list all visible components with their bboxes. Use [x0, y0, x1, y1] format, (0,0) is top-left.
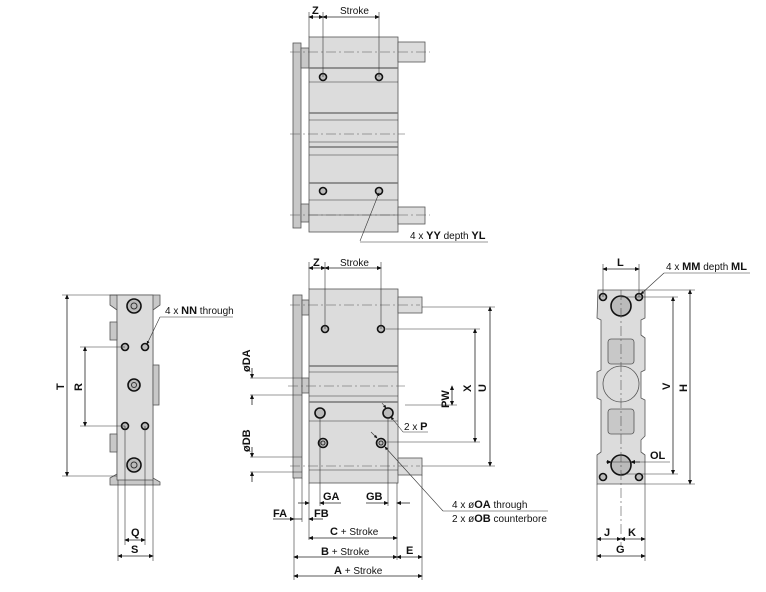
body-grooves — [309, 365, 398, 471]
side-boss — [109, 321, 118, 341]
gb-label: GB — [366, 491, 383, 503]
through-hole — [140, 342, 150, 352]
guide-rod — [397, 206, 426, 225]
bolt-heads — [126, 298, 142, 473]
stroke-label: Stroke — [340, 258, 369, 269]
a-stroke-label: A + Stroke — [334, 565, 383, 577]
r-label: R — [73, 383, 85, 391]
side-boss — [109, 433, 118, 453]
tapped-hole — [598, 472, 608, 482]
z-label: Z — [312, 5, 319, 17]
oa-callout: 4 x øOA through — [452, 499, 527, 511]
plate-boss — [301, 299, 310, 316]
pw-label: PW — [440, 390, 452, 408]
h-label: H — [678, 384, 690, 392]
left-view: T R Q S 4 x NN through — [55, 294, 234, 561]
da-label: øDA — [241, 349, 253, 372]
c-stroke-label: C + Stroke — [330, 526, 379, 538]
top-view: Z Stroke 4 x YY depth YL — [290, 5, 488, 243]
z-label: Z — [313, 257, 320, 269]
counterbore-hole — [375, 437, 387, 449]
ol-label: OL — [650, 450, 666, 462]
e-label: E — [406, 545, 413, 557]
plate-boss — [300, 203, 310, 223]
l-label: L — [617, 257, 624, 269]
end-plate — [292, 294, 303, 479]
db-label: øDB — [241, 429, 253, 452]
port-hole — [314, 407, 326, 419]
yy-callout: 4 x YY depth YL — [410, 230, 486, 242]
stroke-label: Stroke — [340, 6, 369, 17]
mount-hole — [318, 186, 328, 196]
front-view: Z Stroke øDA øDB X U PW 2 x P 4 x øOA th… — [241, 257, 548, 580]
tapped-hole — [634, 472, 644, 482]
mm-callout: 4 x MM depth ML — [666, 261, 747, 273]
j-label: J — [604, 527, 610, 539]
ob-callout: 2 x øOB counterbore — [452, 513, 547, 525]
x-label: X — [462, 384, 474, 392]
p-callout: 2 x P — [404, 421, 427, 433]
end-plate — [292, 42, 302, 229]
ga-label: GA — [323, 491, 340, 503]
right-view: L 4 x MM depth ML V H OL J K G — [596, 257, 750, 561]
u-label: U — [477, 384, 489, 392]
g-label: G — [616, 544, 625, 556]
k-label: K — [628, 527, 636, 539]
port-hole — [382, 407, 394, 419]
b-stroke-label: B + Stroke — [321, 546, 370, 558]
guide-rod — [397, 457, 423, 476]
nn-callout: 4 x NN through — [165, 305, 234, 317]
t-label: T — [55, 383, 67, 390]
cylinder-body — [308, 36, 399, 233]
plate-boss — [300, 47, 310, 69]
side-boss — [152, 364, 160, 406]
v-label: V — [661, 382, 673, 390]
plate-boss — [301, 377, 310, 394]
leader-line — [359, 192, 380, 242]
fa-label: FA — [273, 508, 287, 520]
q-label: Q — [131, 527, 140, 539]
fb-label: FB — [314, 508, 329, 520]
counterbore-hole — [317, 437, 329, 449]
s-label: S — [131, 544, 138, 556]
